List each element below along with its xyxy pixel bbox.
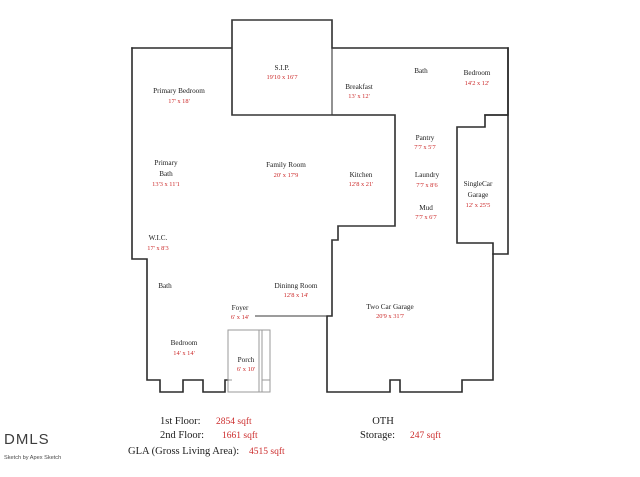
room-label-wic: W.I.C.	[149, 234, 168, 242]
room-label-primary-bath: Primary	[154, 159, 178, 167]
dmls-watermark-logo: DMLS	[4, 431, 50, 448]
summary-value-second-floor: 1661 sqft	[222, 430, 258, 441]
room-label-mud: Mud	[419, 204, 433, 212]
room-label-foyer: Foyer	[232, 304, 249, 312]
room-dim-primary-bath: 13'3 x 11'1	[152, 181, 180, 188]
room-label-breakfast: Breakfast	[345, 83, 373, 91]
room-label-primary-bath-line2: Bath	[159, 170, 173, 178]
summary-value-gla: 4515 sqft	[249, 446, 285, 457]
summary-value-first-floor: 2854 sqft	[216, 416, 252, 427]
interior-walls	[255, 115, 458, 317]
room-label-bedroom-lower: Bedroom	[171, 339, 198, 347]
room-label-bath-lower: Bath	[158, 282, 172, 290]
room-label-single-garage-line2: Garage	[468, 191, 489, 199]
watermark-group: DMLS Sketch by Apex Sketch	[4, 431, 61, 461]
room-label-two-car-garage: Two Car Garage	[366, 303, 413, 311]
room-dim-dining-room: 12'8 x 14'	[284, 292, 309, 299]
room-dim-pantry: 7'7 x 5'7	[414, 144, 436, 151]
main-outline-walls	[131, 19, 509, 393]
room-dim-wic: 17' x 8'3	[147, 245, 168, 252]
room-dim-bedroom-upper: 14'2 x 12'	[465, 80, 490, 87]
summary-value-storage: 247 sqft	[410, 430, 441, 441]
room-dim-foyer: 6' x 14'	[231, 314, 249, 321]
sketch-credit-text: Sketch by Apex Sketch	[4, 455, 61, 461]
room-label-dining-room: Dininng Room	[275, 282, 318, 290]
room-label-single-garage: SingleCar	[464, 180, 493, 188]
summary-label-first-floor: 1st Floor:	[160, 416, 201, 427]
room-label-porch: Porch	[238, 356, 255, 364]
room-dim-sip: 19'10 x 16'7	[266, 74, 298, 81]
room-dim-laundry: 7'7 x 8'6	[416, 182, 437, 189]
room-dim-bedroom-lower: 14' x 14'	[173, 350, 194, 357]
room-dim-breakfast: 13' x 12'	[348, 93, 369, 100]
room-label-bedroom-upper: Bedroom	[464, 69, 491, 77]
room-label-laundry: Laundry	[415, 171, 440, 179]
room-dim-porch: 6' x 10'	[237, 366, 255, 373]
room-dim-family-room: 20' x 17'9	[274, 172, 299, 179]
room-label-sip: S.I.P.	[275, 64, 290, 72]
room-labels: S.I.P. 19'10 x 16'7 Primary Bedroom 17' …	[147, 64, 493, 373]
summary-label-storage: Storage:	[360, 430, 395, 441]
sip-room-outline	[231, 19, 333, 116]
room-label-primary-bedroom: Primary Bedroom	[153, 87, 205, 95]
room-label-bath-upper: Bath	[414, 67, 428, 75]
room-dim-primary-bedroom: 17' x 18'	[168, 98, 189, 105]
left-wing-outline	[131, 47, 229, 393]
room-dim-two-car-garage: 20'9 x 31'7	[376, 313, 405, 320]
room-dim-kitchen: 12'8 x 21'	[349, 181, 374, 188]
area-summary: 1st Floor: 2854 sqft 2nd Floor: 1661 sqf…	[128, 416, 441, 457]
room-label-kitchen: Kitchen	[350, 171, 373, 179]
room-label-pantry: Pantry	[416, 134, 435, 142]
single-car-garage-outline	[484, 47, 509, 255]
summary-label-gla: GLA (Gross Living Area):	[128, 446, 239, 457]
room-dim-mud: 7'7 x 6'7	[415, 214, 437, 221]
summary-label-second-floor: 2nd Floor:	[160, 430, 204, 441]
porch-outline	[227, 329, 271, 393]
summary-heading-oth: OTH	[372, 416, 394, 427]
room-dim-single-garage: 12' x 25'5	[466, 202, 491, 209]
room-label-family-room: Family Room	[266, 161, 306, 169]
